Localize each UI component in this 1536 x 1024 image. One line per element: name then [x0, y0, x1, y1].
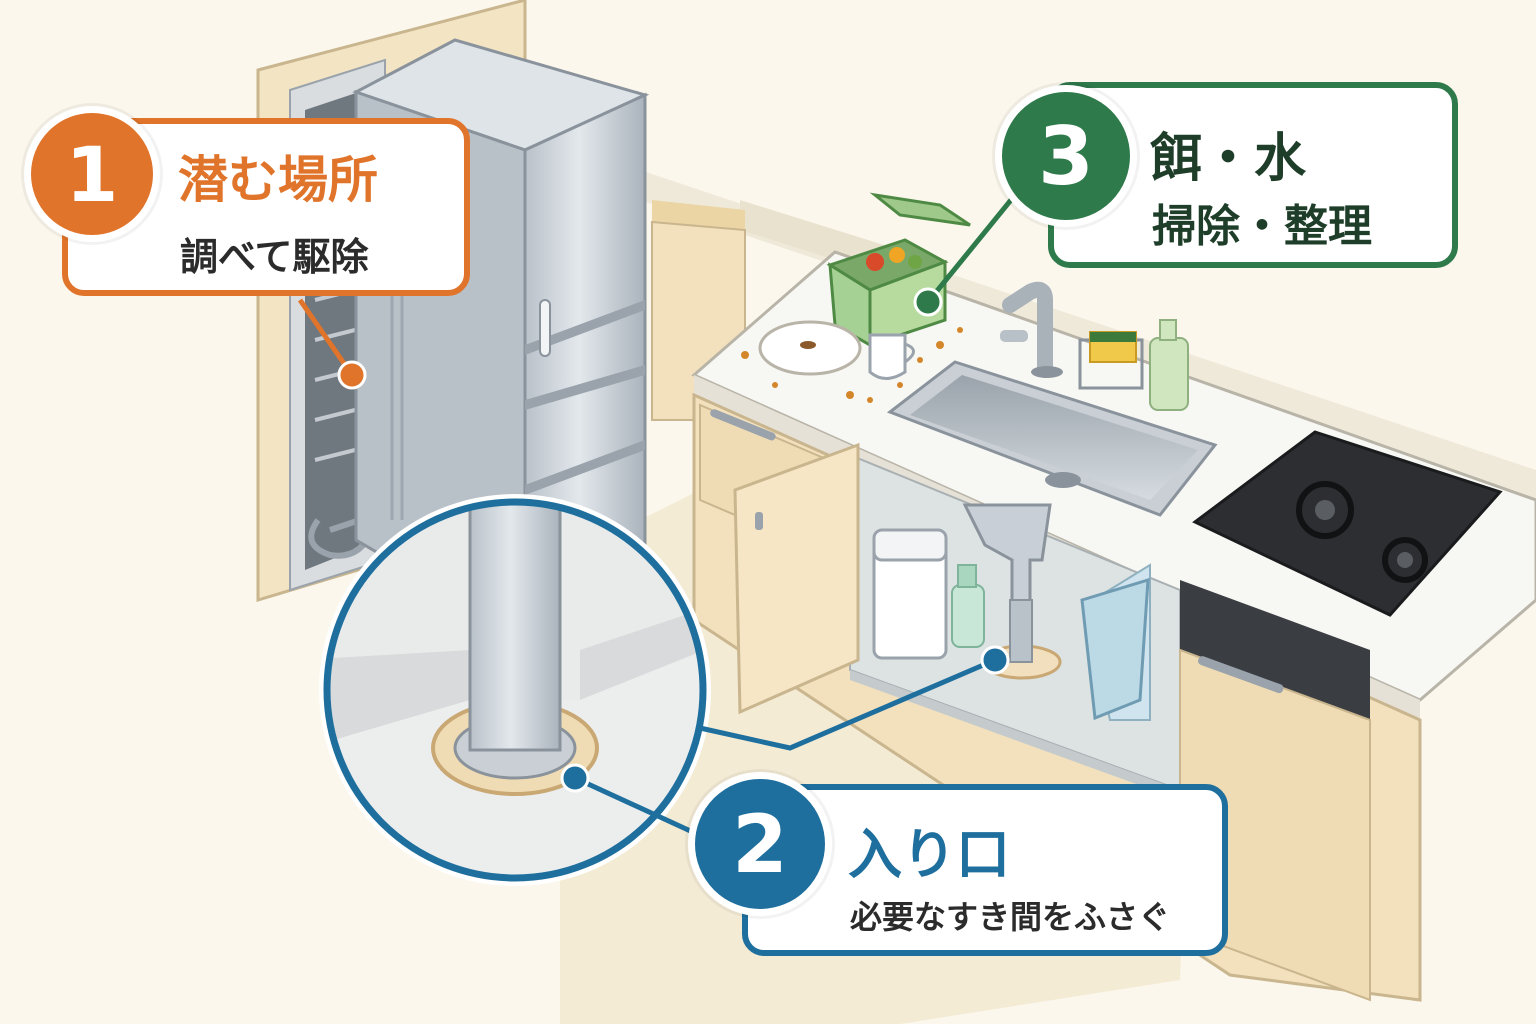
- magnifier-inset-icon: [319, 494, 711, 886]
- faucet-icon: [1000, 281, 1063, 378]
- callout-badge-2: 2: [688, 772, 832, 916]
- leader-line-3: [913, 193, 1017, 317]
- callout-title-hiding-places: 潜む場所: [178, 151, 378, 209]
- gas-stove-icon: [1192, 430, 1503, 617]
- leader-line-1: [297, 298, 367, 390]
- callout-subtitle-entry-points: 必要なすき間をふさぐ: [850, 898, 1171, 936]
- blue-bucket: [1080, 577, 1150, 721]
- callout-badge-3: 3: [995, 85, 1137, 227]
- callout-subtitle-food-water: 掃除・整理: [1152, 201, 1372, 252]
- callout-title-entry-points: 入り口: [848, 823, 1010, 886]
- callout-title-food-water: 餌・水: [1150, 129, 1307, 189]
- trash-can-icon: [872, 528, 948, 660]
- dirty-dishes: [741, 320, 963, 403]
- callout-subtitle-hiding-places: 調べて駆除: [180, 235, 369, 279]
- leader-line-2: [560, 645, 1010, 843]
- spray-bottle-icon: [951, 564, 985, 648]
- callout-badge-1: 1: [24, 106, 160, 242]
- sponge-rack: [1078, 319, 1189, 411]
- sink-icon: [886, 360, 1218, 517]
